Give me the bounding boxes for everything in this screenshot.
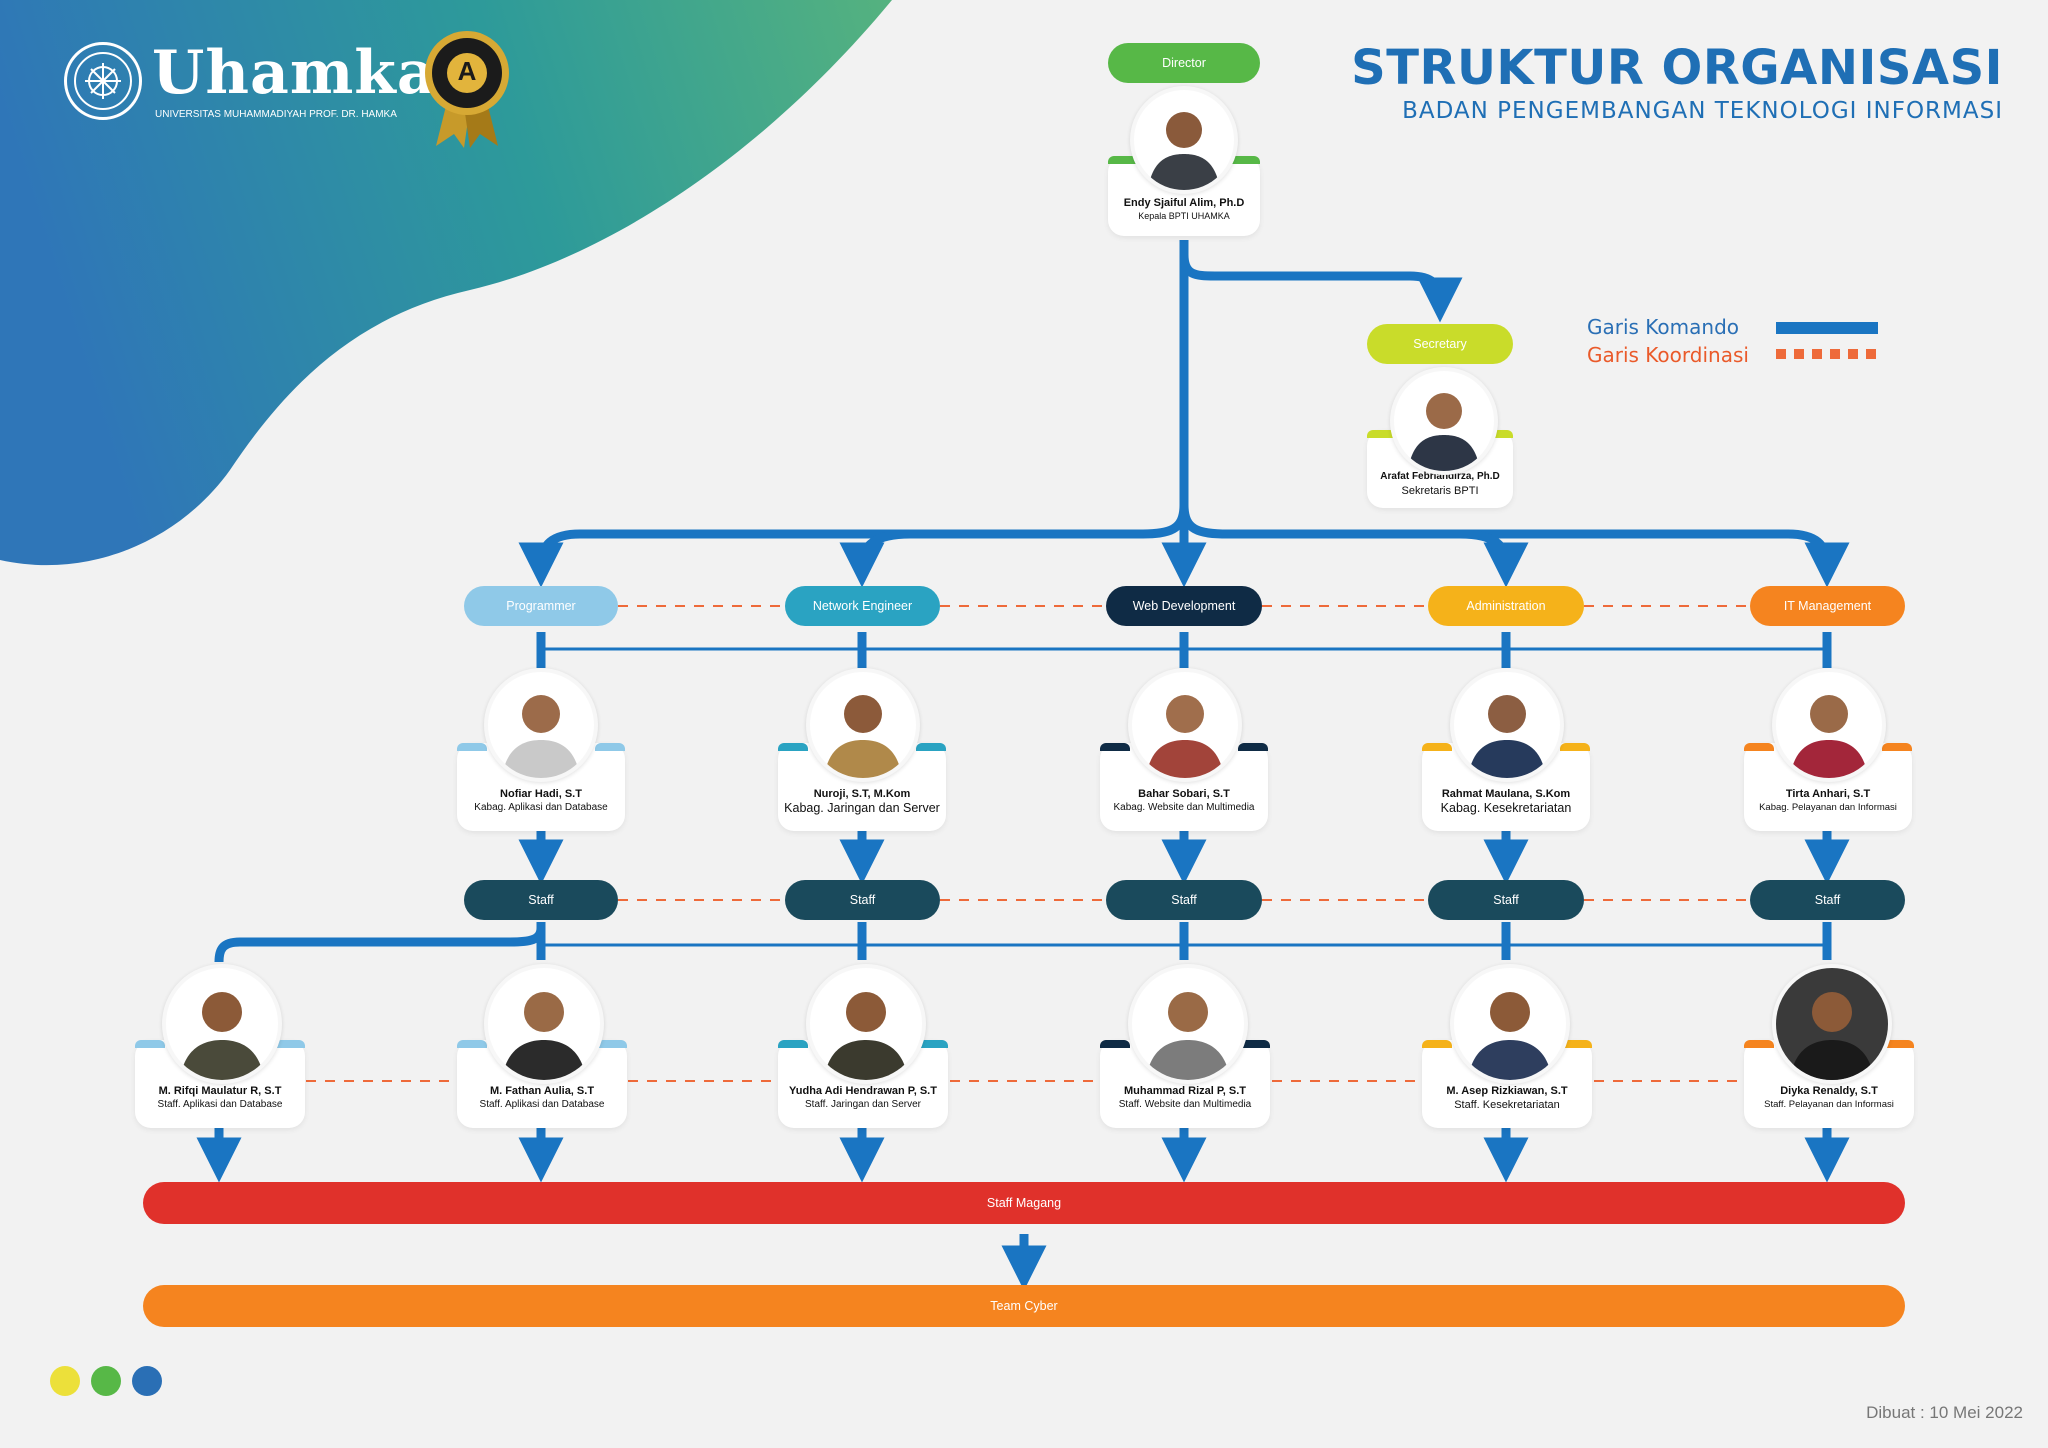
head-name: Nuroji, S.T, M.Kom bbox=[813, 788, 911, 800]
division-pill-administration: Administration bbox=[1428, 586, 1584, 626]
division-pill-programmer: Programmer bbox=[464, 586, 618, 626]
staff-pill-network-engineer: Staff bbox=[785, 880, 940, 920]
staff-photo bbox=[484, 964, 604, 1084]
staff-title: Staff. Pelayanan dan Informasi bbox=[1764, 1099, 1894, 1110]
division-pill-web-development: Web Development bbox=[1106, 586, 1262, 626]
university-seal-logo bbox=[64, 42, 142, 120]
secretary-photo bbox=[1390, 367, 1498, 475]
staff-photo bbox=[1128, 964, 1248, 1084]
head-title: Kabag. Pelayanan dan Informasi bbox=[1759, 802, 1897, 813]
head-name: Nofiar Hadi, S.T bbox=[500, 788, 582, 800]
page-title: STRUKTUR ORGANISASI bbox=[1351, 40, 2003, 96]
staff-photo bbox=[162, 964, 282, 1084]
director-title: Kepala BPTI UHAMKA bbox=[1138, 211, 1230, 221]
brand-subtitle: UNIVERSITAS MUHAMMADIYAH PROF. DR. HAMKA bbox=[155, 109, 397, 120]
staff-name: Muhammad Rizal P, S.T bbox=[1123, 1085, 1247, 1097]
legend-coordination-label: Garis Koordinasi bbox=[1587, 343, 1749, 367]
staff-photo bbox=[1772, 964, 1892, 1084]
staff-pill-programmer: Staff bbox=[464, 880, 618, 920]
staff-magang-bar: Staff Magang bbox=[143, 1182, 1905, 1224]
head-title: Kabag. Kesekretariatan bbox=[1440, 801, 1572, 815]
created-date: Dibuat : 10 Mei 2022 bbox=[1866, 1403, 2023, 1422]
head-name: Tirta Anhari, S.T bbox=[1785, 788, 1871, 800]
director-name: Endy Sjaiful Alim, Ph.D bbox=[1123, 197, 1245, 209]
secretary-name: Arafat Febriandirza, Ph.D bbox=[1380, 471, 1500, 482]
legend-command-label: Garis Komando bbox=[1587, 315, 1740, 339]
staff-name: M. Fathan Aulia, S.T bbox=[489, 1085, 595, 1097]
staff-title: Staff. Aplikasi dan Database bbox=[479, 1099, 605, 1110]
decor-dot-yellow bbox=[50, 1366, 80, 1396]
staff-name: Diyka Renaldy, S.T bbox=[1780, 1085, 1878, 1097]
head-title: Kabag. Aplikasi dan Database bbox=[474, 802, 608, 813]
accreditation-badge-icon bbox=[425, 31, 509, 148]
head-name: Rahmat Maulana, S.Kom bbox=[1441, 788, 1571, 800]
head-photo-web-development bbox=[1128, 668, 1242, 782]
staff-pill-it-management: Staff bbox=[1750, 880, 1905, 920]
staff-pill-web-development: Staff bbox=[1106, 880, 1262, 920]
head-name: Bahar Sobari, S.T bbox=[1138, 788, 1230, 800]
decor-dot-blue bbox=[132, 1366, 162, 1396]
division-pill-it-management: IT Management bbox=[1750, 586, 1905, 626]
team-cyber-bar: Team Cyber bbox=[143, 1285, 1905, 1327]
head-photo-administration bbox=[1450, 668, 1564, 782]
director-photo bbox=[1130, 86, 1238, 194]
staff-title: Staff. Jaringan dan Server bbox=[805, 1099, 921, 1110]
staff-title: Staff. Aplikasi dan Database bbox=[157, 1099, 283, 1110]
head-title: Kabag. Jaringan dan Server bbox=[784, 801, 940, 815]
director-card: Endy Sjaiful Alim, Ph.D Kepala BPTI UHAM… bbox=[1108, 156, 1260, 236]
head-title: Kabag. Website dan Multimedia bbox=[1113, 802, 1255, 813]
decor-dot-green bbox=[91, 1366, 121, 1396]
staff-name: Yudha Adi Hendrawan P, S.T bbox=[789, 1085, 937, 1097]
badge-letter: A bbox=[457, 56, 477, 86]
staff-title: Staff. Website dan Multimedia bbox=[1118, 1099, 1252, 1110]
staff-photo bbox=[1450, 964, 1570, 1084]
secretary-role-pill: Secretary bbox=[1367, 324, 1513, 364]
staff-photo bbox=[806, 964, 926, 1084]
legend-command-line bbox=[1776, 322, 1878, 334]
page-subtitle: BADAN PENGEMBANGAN TEKNOLOGI INFORMASI bbox=[1402, 98, 2003, 124]
staff-title: Staff. Kesekretariatan bbox=[1454, 1099, 1560, 1111]
brand-name: Uhamka bbox=[152, 38, 437, 108]
secretary-title: Sekretaris BPTI bbox=[1401, 485, 1479, 497]
header-gradient-blob bbox=[0, 0, 892, 566]
head-photo-programmer bbox=[484, 668, 598, 782]
head-photo-it-management bbox=[1772, 668, 1886, 782]
staff-name: M. Rifqi Maulatur R, S.T bbox=[158, 1085, 282, 1097]
head-photo-network-engineer bbox=[806, 668, 920, 782]
division-pill-network-engineer: Network Engineer bbox=[785, 586, 940, 626]
staff-pill-administration: Staff bbox=[1428, 880, 1584, 920]
staff-name: M. Asep Rizkiawan, S.T bbox=[1446, 1085, 1568, 1097]
director-role-pill: Director bbox=[1108, 43, 1260, 83]
